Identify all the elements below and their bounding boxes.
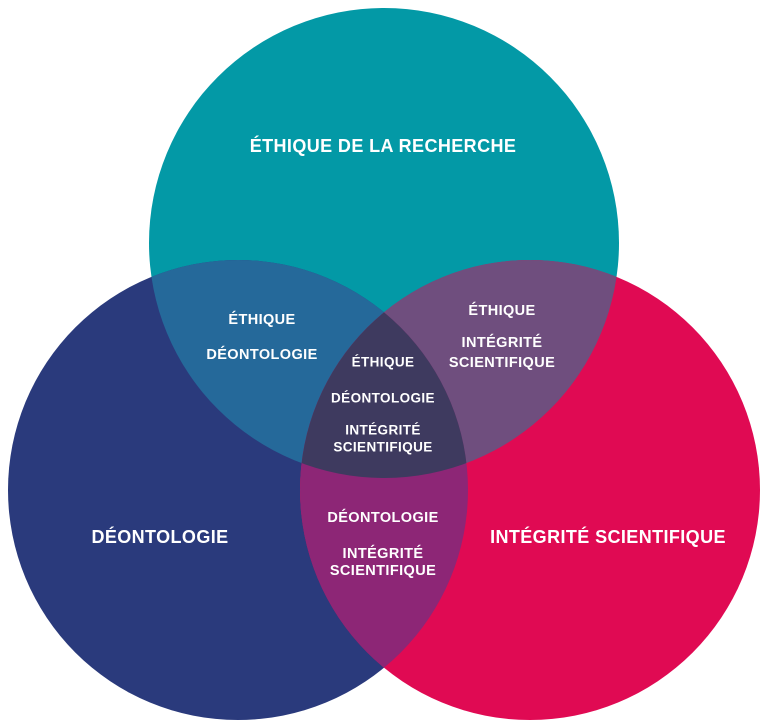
label-overlap-deontologie-integrite-line2: INTÉGRITÉ <box>343 545 424 562</box>
label-overlap-ethique-deontologie-line2: DÉONTOLOGIE <box>206 346 317 363</box>
label-ethique-recherche: ÉTHIQUE DE LA RECHERCHE <box>250 135 517 156</box>
label-overlap-ethique-integrite-line3: SCIENTIFIQUE <box>449 355 555 371</box>
overlap-center <box>300 260 468 478</box>
label-overlap-center-line2: DÉONTOLOGIE <box>331 391 435 406</box>
label-deontologie: DÉONTOLOGIE <box>91 526 228 547</box>
label-overlap-ethique-integrite-line2: INTÉGRITÉ <box>462 334 543 351</box>
label-overlap-center-line1: ÉTHIQUE <box>352 355 415 370</box>
label-overlap-ethique-integrite-line1: ÉTHIQUE <box>468 302 535 319</box>
label-overlap-center-line4: SCIENTIFIQUE <box>333 440 432 455</box>
label-overlap-deontologie-integrite-line1: DÉONTOLOGIE <box>327 509 438 526</box>
label-overlap-center-line3: INTÉGRITÉ <box>345 423 421 438</box>
label-overlap-deontologie-integrite-line3: SCIENTIFIQUE <box>330 563 436 579</box>
label-overlap-ethique-deontologie-line1: ÉTHIQUE <box>228 311 295 328</box>
label-integrite-scientifique: INTÉGRITÉ SCIENTIFIQUE <box>490 526 726 547</box>
